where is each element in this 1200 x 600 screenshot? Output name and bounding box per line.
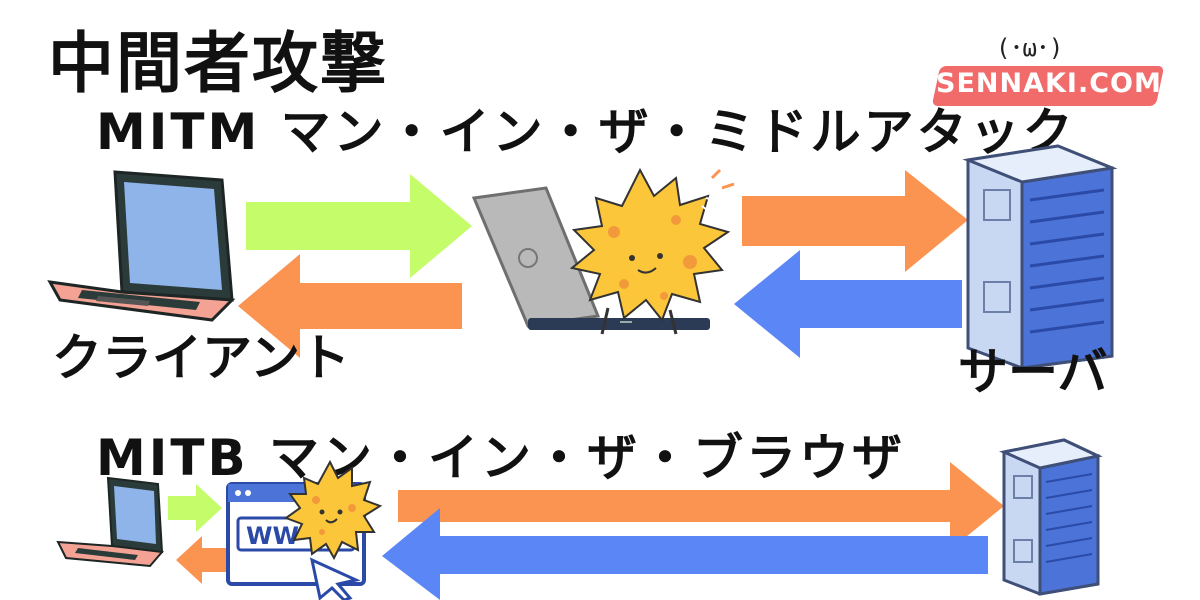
mitb-heading: MITB マン・イン・ザ・ブラウザ bbox=[96, 429, 905, 487]
right-arrow-client-to-attacker bbox=[246, 174, 472, 278]
left-arrow-server-to-attacker bbox=[734, 250, 962, 358]
virus-icon-bottom bbox=[283, 459, 383, 561]
laptop-icon-client bbox=[47, 170, 236, 322]
cursor-icon bbox=[309, 557, 361, 600]
mitm-heading: MITM マン・イン・ザ・ミドルアタック bbox=[96, 103, 1076, 161]
brand-logo: (･ω･) SENNAKI.COM bbox=[931, 22, 1166, 108]
server-label: サーバ bbox=[958, 343, 1108, 401]
page-title: 中間者攻撃 bbox=[48, 25, 388, 102]
client-label: クライアント bbox=[52, 329, 350, 387]
left-arrow-server-to-browser bbox=[382, 508, 988, 600]
right-arrow-attacker-to-server bbox=[742, 170, 968, 272]
right-arrow-browser-to-server bbox=[398, 462, 1004, 550]
brand-text: SENNAKI.COM bbox=[936, 68, 1162, 99]
server-icon-top bbox=[962, 144, 1118, 370]
server-icon-bottom bbox=[999, 438, 1103, 596]
browser-address-text: WW bbox=[246, 522, 299, 550]
laptop-icon-attacker bbox=[471, 186, 710, 330]
left-arrow-browser-to-client bbox=[176, 536, 228, 584]
brand-face: (･ω･) bbox=[996, 34, 1064, 62]
virus-icon-top bbox=[569, 167, 735, 335]
laptop-icon-client-small bbox=[56, 476, 164, 568]
right-arrow-client-to-browser bbox=[168, 484, 222, 532]
left-arrow-attacker-to-client bbox=[238, 254, 462, 358]
